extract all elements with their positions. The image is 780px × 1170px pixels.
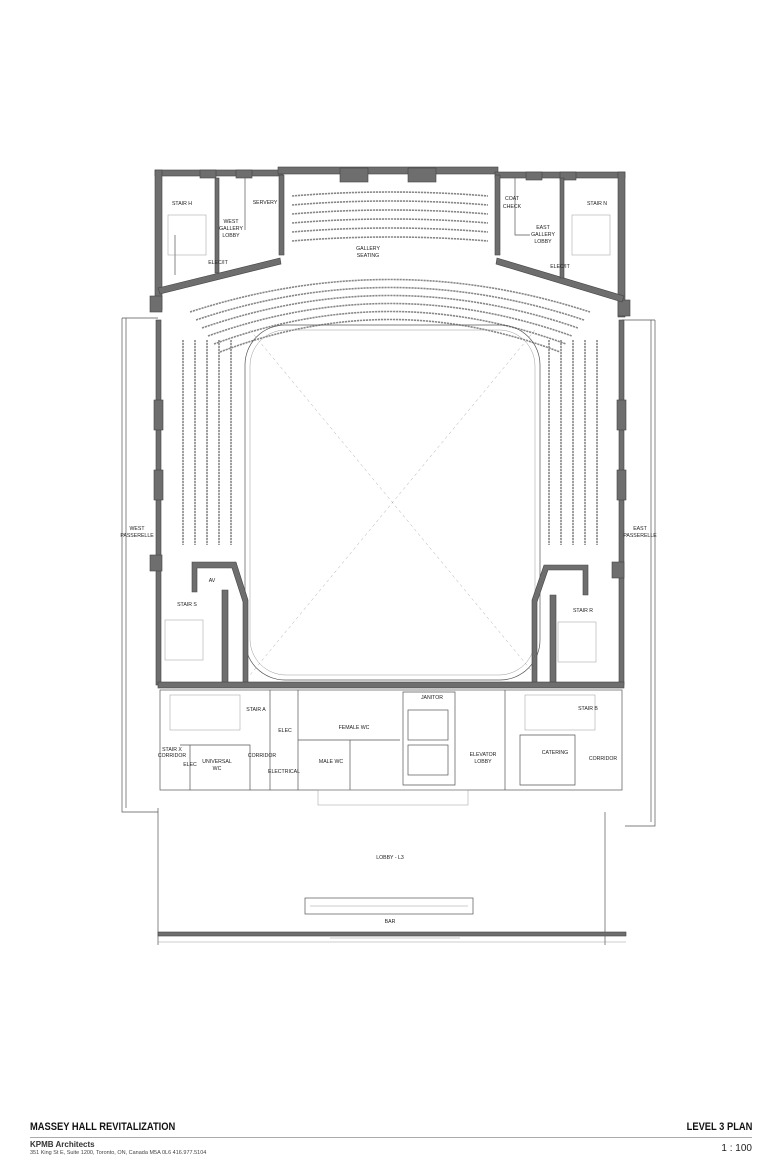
label-west-gallery-lobby: GALLERY bbox=[219, 226, 243, 232]
label-elec: ELEC bbox=[278, 728, 292, 734]
label-male-wc: MALE WC bbox=[319, 759, 343, 765]
label-corridor-west: CORRIDOR bbox=[248, 753, 276, 759]
room-labels: STAIR H WEST GALLERY LOBBY SERVERY GALLE… bbox=[120, 196, 657, 925]
label-corridor-east: CORRIDOR bbox=[589, 756, 617, 762]
label-stair-n: STAIR N bbox=[587, 201, 607, 207]
drawing-scale: 1 : 100 bbox=[721, 1143, 752, 1154]
title-divider bbox=[30, 1137, 752, 1138]
gallery-seat-row bbox=[291, 236, 489, 242]
bowl-seat-row bbox=[213, 310, 567, 345]
label-stair-r: STAIR R bbox=[573, 608, 593, 614]
label-stair-h: STAIR H bbox=[172, 201, 192, 207]
auditorium-floor bbox=[244, 324, 541, 681]
stage-side-walls bbox=[157, 561, 625, 689]
label-av: AV bbox=[209, 578, 216, 584]
label-coat-check: CHECK bbox=[503, 204, 522, 210]
exterior-walls bbox=[121, 166, 656, 827]
label-east-gallery-lobby: EAST bbox=[536, 225, 550, 231]
gallery-seat-row bbox=[291, 218, 489, 224]
label-female-wc: FEMALE WC bbox=[339, 725, 370, 731]
label-servery: SERVERY bbox=[253, 200, 278, 206]
project-title: MASSEY HALL REVITALIZATION bbox=[30, 1121, 176, 1133]
label-stair-a: STAIR A bbox=[246, 707, 266, 713]
label-elevator-lobby: LOBBY bbox=[474, 759, 492, 765]
label-stair-x-corridor: STAIR X bbox=[162, 747, 182, 753]
gallery-seat-row bbox=[291, 200, 489, 206]
label-west-gallery-lobby: WEST bbox=[224, 219, 240, 225]
bowl-seat-row bbox=[195, 286, 585, 321]
label-stair-s: STAIR S bbox=[177, 602, 197, 608]
label-east-passerelle: EAST bbox=[633, 526, 647, 532]
label-east-gallery-lobby: GALLERY bbox=[531, 232, 555, 238]
gallery-seat-row bbox=[291, 191, 489, 197]
label-bar: BAR bbox=[385, 919, 396, 925]
sheet-title: LEVEL 3 PLAN bbox=[686, 1121, 752, 1133]
label-elevator-lobby: ELEVATOR bbox=[470, 752, 497, 758]
label-elec: ELEC bbox=[183, 762, 197, 768]
label-gallery-seating: GALLERY bbox=[356, 246, 380, 252]
label-west-passerelle: WEST bbox=[130, 526, 146, 532]
label-elec-it-east: ELEC/IT bbox=[550, 264, 570, 270]
label-catering: CATERING bbox=[542, 750, 568, 756]
label-janitor: JANITOR bbox=[421, 695, 443, 701]
service-core bbox=[159, 689, 623, 806]
label-universal-wc: UNIVERSAL bbox=[202, 759, 232, 765]
firm-address: 351 King St E, Suite 1200, Toronto, ON, … bbox=[30, 1150, 207, 1156]
label-stair-b: STAIR B bbox=[578, 706, 598, 712]
auditorium-seating bbox=[182, 191, 598, 545]
bowl-seat-row bbox=[189, 278, 591, 313]
gallery-walls bbox=[157, 174, 625, 303]
lobby-area bbox=[157, 808, 627, 945]
label-universal-wc: WC bbox=[213, 766, 222, 772]
label-elec-it-west: ELEC/IT bbox=[208, 260, 228, 266]
bowl-seat-row bbox=[201, 294, 579, 329]
bowl-seat-row bbox=[219, 318, 561, 353]
firm-name: KPMB Architects bbox=[30, 1140, 95, 1149]
label-west-passerelle: PASSERELLE bbox=[120, 533, 154, 539]
gallery-seat-row bbox=[291, 227, 489, 233]
label-stair-x-corridor: CORRIDOR bbox=[158, 753, 186, 759]
label-lobby: LOBBY - L3 bbox=[376, 855, 404, 861]
label-east-gallery-lobby: LOBBY bbox=[534, 239, 552, 245]
label-west-gallery-lobby: LOBBY bbox=[222, 233, 240, 239]
label-coat-check: COAT bbox=[505, 196, 520, 202]
label-east-passerelle: PASSERELLE bbox=[623, 533, 657, 539]
label-gallery-seating: SEATING bbox=[357, 253, 379, 259]
label-electrical: ELECTRICAL bbox=[268, 769, 300, 775]
gallery-seat-row bbox=[291, 209, 489, 215]
